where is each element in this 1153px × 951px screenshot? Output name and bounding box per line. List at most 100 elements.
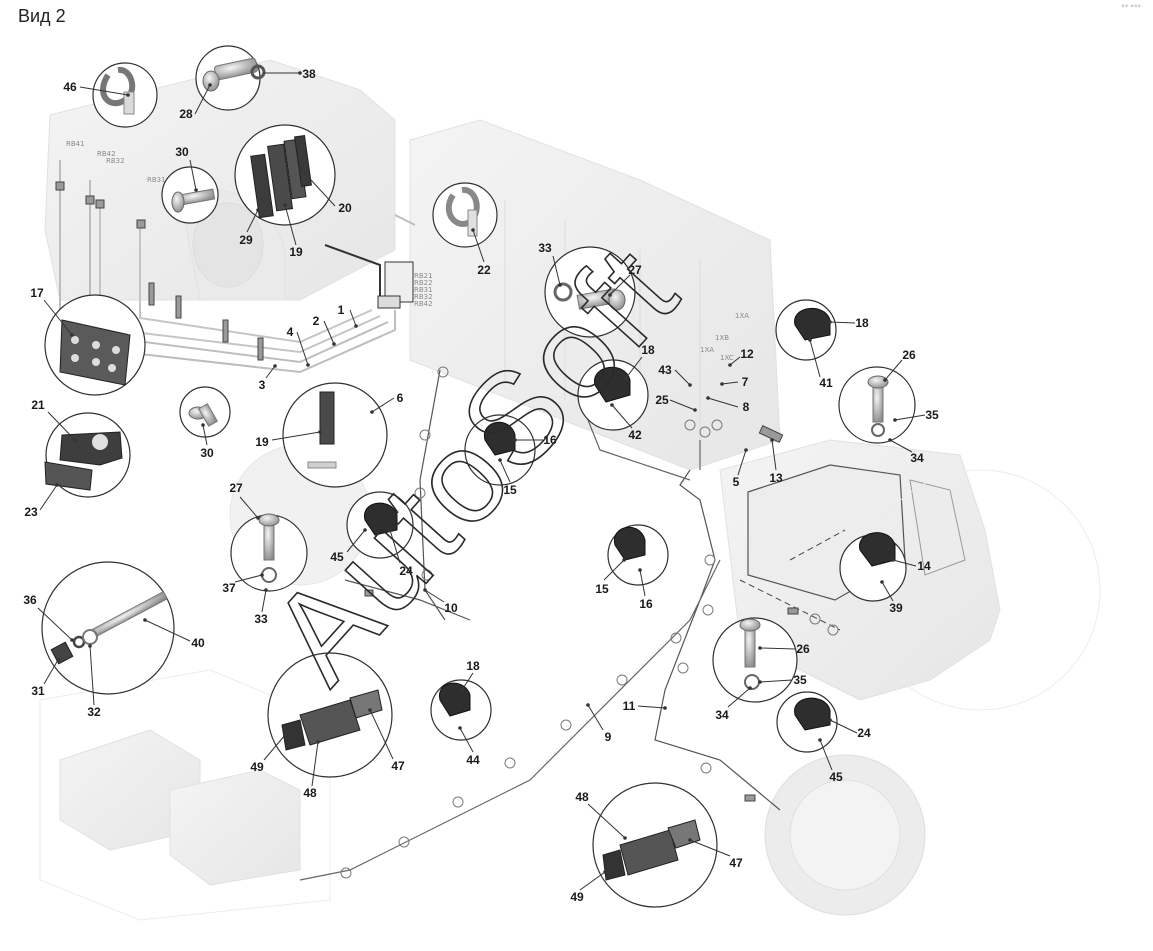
leader-line-39 xyxy=(346,529,366,553)
leader-line-57 xyxy=(829,719,858,734)
connector-labels-1: RB22 xyxy=(414,279,433,287)
leader-line-43 xyxy=(639,569,646,597)
leader-line-19 xyxy=(721,381,739,385)
leader-dot-17 xyxy=(728,363,732,367)
leader-line-29 xyxy=(47,411,76,441)
callout-11: 11 xyxy=(623,699,636,713)
leader-line-3 xyxy=(189,159,197,191)
leader-dot-21 xyxy=(624,376,628,380)
callout-38: 38 xyxy=(302,67,316,81)
leader-line-32 xyxy=(271,431,321,441)
callout-25: 25 xyxy=(655,393,669,407)
leader-line-41 xyxy=(424,589,445,603)
leader-line-35 xyxy=(39,484,58,511)
leader-line-54 xyxy=(637,705,666,709)
leader-line-15 xyxy=(829,321,856,324)
leader-line-47 xyxy=(144,619,191,642)
callout-16b: 16 xyxy=(639,597,653,611)
leader-dot-30 xyxy=(201,423,205,427)
leader-line-63 xyxy=(689,839,731,857)
leader-line-1 xyxy=(194,84,211,115)
callout-13: 13 xyxy=(769,471,783,485)
leader-line-62 xyxy=(587,803,626,839)
relay-labels-1: RB42 xyxy=(97,150,116,158)
leader-line-25 xyxy=(894,414,926,421)
callout-24a: 24 xyxy=(399,564,413,578)
leader-line-12 xyxy=(472,229,485,263)
leader-line-18 xyxy=(674,369,691,386)
leader-line-6 xyxy=(284,204,297,246)
leader-dot-51 xyxy=(758,680,762,684)
callout-15b: 15 xyxy=(595,582,609,596)
relay-labels-0: RB41 xyxy=(66,140,85,148)
leader-line-23 xyxy=(611,404,633,429)
leader-dot-48 xyxy=(56,658,60,662)
leader-dot-8 xyxy=(354,324,358,328)
leader-dot-47 xyxy=(143,618,147,622)
leader-dot-41 xyxy=(423,588,427,592)
callout-19b: 19 xyxy=(255,435,269,449)
leader-line-8 xyxy=(349,309,357,327)
callout-41: 41 xyxy=(819,376,833,390)
detail-circle-14 xyxy=(282,382,388,488)
callout-16a: 16 xyxy=(543,433,557,447)
leader-dot-5 xyxy=(256,208,260,212)
leader-line-7 xyxy=(43,299,73,336)
callout-24b: 24 xyxy=(857,726,871,740)
leader-dot-3 xyxy=(194,188,198,192)
leader-line-60 xyxy=(311,741,319,787)
leader-line-64 xyxy=(579,871,606,891)
leader-line-52 xyxy=(727,687,751,708)
callout-20: 20 xyxy=(338,201,352,215)
cable-ties xyxy=(340,366,839,879)
callout-36: 36 xyxy=(23,593,37,607)
leader-dot-60 xyxy=(316,740,320,744)
callout-23: 23 xyxy=(24,505,38,519)
callout-18b: 18 xyxy=(641,343,655,357)
leader-line-34 xyxy=(499,459,511,483)
callout-47a: 47 xyxy=(391,759,405,773)
callout-17: 17 xyxy=(30,286,44,300)
leader-line-49 xyxy=(89,645,95,706)
leader-dot-16 xyxy=(808,338,812,342)
leader-line-55 xyxy=(459,727,474,753)
leader-dot-25 xyxy=(893,418,897,422)
connector-labels-2: RB31 xyxy=(414,286,433,294)
callout-30b: 30 xyxy=(200,446,214,460)
callout-26a: 26 xyxy=(902,348,916,362)
leader-line-4 xyxy=(299,167,336,207)
leader-dot-9 xyxy=(332,342,336,346)
leader-dot-12 xyxy=(471,228,475,232)
callout-31: 31 xyxy=(31,684,45,698)
callout-46: 46 xyxy=(63,80,77,94)
callout-numbers: 4628383020291917124322332718411243781825… xyxy=(23,67,939,904)
leader-line-5 xyxy=(246,209,259,233)
leader-line-42 xyxy=(603,559,625,581)
callout-27b: 27 xyxy=(229,481,243,495)
leader-line-50 xyxy=(759,647,796,650)
callout-37: 37 xyxy=(222,581,236,595)
leader-dot-6 xyxy=(283,203,287,207)
leader-line-48 xyxy=(43,659,59,685)
leader-dot-63 xyxy=(688,838,692,842)
leader-dot-20 xyxy=(706,396,710,400)
callout-28: 28 xyxy=(179,107,193,121)
callout-35b: 35 xyxy=(793,673,807,687)
detail-circle-9 xyxy=(544,246,636,338)
leader-dot-7 xyxy=(70,333,74,337)
leader-dot-61 xyxy=(368,708,372,712)
callout-14: 14 xyxy=(917,559,931,573)
callout-45a: 45 xyxy=(330,550,344,564)
leader-dot-36 xyxy=(256,516,260,520)
callout-19a: 19 xyxy=(289,245,303,259)
callout-35a: 35 xyxy=(925,408,939,422)
view-title: Вид 2 xyxy=(18,6,66,26)
callout-49b: 49 xyxy=(570,890,584,904)
leader-line-58 xyxy=(819,739,833,771)
leader-dot-15 xyxy=(828,320,832,324)
cab-labels-0: 1XA xyxy=(700,346,714,354)
leader-dot-1 xyxy=(208,83,212,87)
leader-line-30 xyxy=(202,424,208,446)
